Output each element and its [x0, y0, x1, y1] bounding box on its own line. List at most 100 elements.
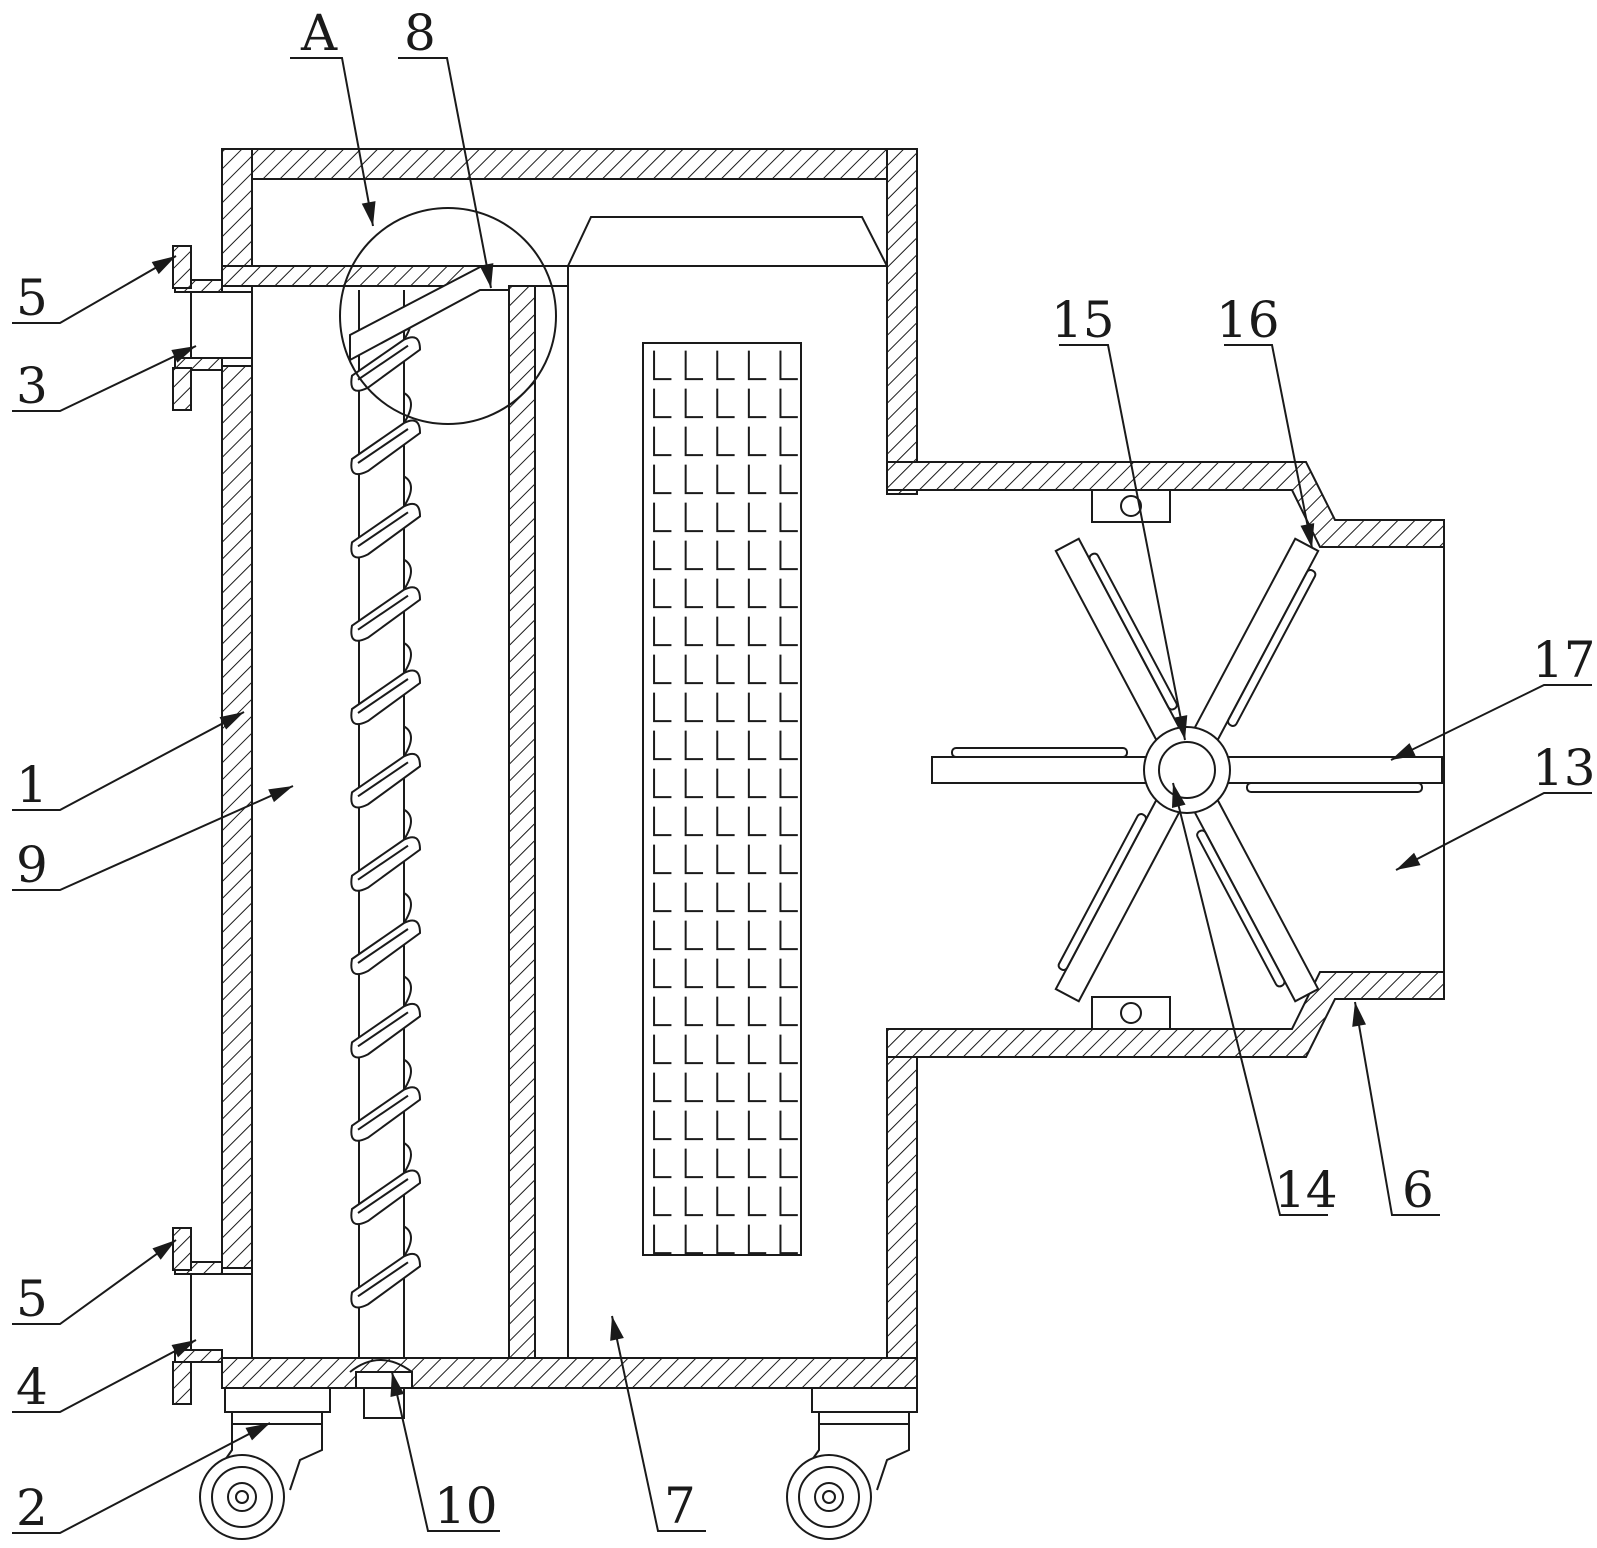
- mesh-cell: [779, 578, 798, 609]
- mesh-cell: [747, 1186, 767, 1217]
- mesh-cell: [747, 730, 767, 761]
- mesh-cell: [747, 768, 767, 799]
- flange-5-top: [172, 245, 192, 289]
- label-13: 13: [1532, 739, 1596, 797]
- mesh-cell: [747, 920, 767, 951]
- mesh-cell: [747, 616, 767, 647]
- mesh-cell: [779, 1034, 798, 1065]
- mesh-cell: [747, 844, 767, 875]
- mesh-cell: [684, 578, 704, 609]
- mesh-cell: [747, 958, 767, 989]
- caster-right: [786, 1387, 918, 1540]
- labels: A 8 5 3 1 9 5 4 2 10 7 15 16 17 13 14 6: [16, 4, 1596, 1537]
- mesh-cell: [716, 540, 735, 571]
- mesh-cell: [779, 654, 798, 685]
- fan-blade: [1226, 756, 1443, 793]
- screw-conveyor: [350, 290, 422, 1358]
- fan-blade: [1054, 797, 1182, 1003]
- mesh-cell: [684, 1110, 704, 1141]
- mesh-cell: [779, 806, 798, 837]
- mesh-cell: [684, 1034, 704, 1065]
- mesh-cell: [684, 768, 704, 799]
- fan-blade: [1192, 537, 1320, 743]
- screw-flight: [350, 392, 422, 475]
- mesh-cell: [779, 540, 798, 571]
- label-9: 9: [16, 836, 48, 894]
- label-a: A: [300, 4, 338, 62]
- screw-flight: [350, 1225, 422, 1309]
- mesh-cell: [653, 996, 672, 1027]
- mesh-cell: [779, 958, 798, 989]
- mesh-cell: [684, 426, 704, 457]
- mesh-cell: [747, 996, 767, 1027]
- label-5-bottom: 5: [16, 1270, 48, 1328]
- label-3: 3: [16, 357, 48, 415]
- mesh-cell: [684, 730, 704, 761]
- mesh-cell: [684, 920, 704, 951]
- screw-flight: [350, 475, 422, 559]
- fan-blade: [931, 747, 1148, 784]
- arrowhead: [610, 1316, 624, 1341]
- mesh-cell: [779, 692, 798, 723]
- fan-housing-6: [886, 461, 1445, 1058]
- mesh-cell: [747, 1224, 767, 1255]
- mesh-cell: [747, 350, 767, 381]
- mesh-cell: [747, 464, 767, 495]
- mesh-cell: [653, 692, 672, 723]
- mesh-cell: [716, 882, 735, 913]
- mesh-cell: [684, 958, 704, 989]
- mesh-cell: [716, 958, 735, 989]
- screw-flight: [350, 558, 422, 642]
- arrowhead: [1352, 1002, 1367, 1027]
- mesh-cell: [684, 502, 704, 533]
- fan-impeller: [931, 537, 1443, 1003]
- arrowhead: [171, 346, 196, 363]
- mesh-cell: [653, 1034, 672, 1065]
- mesh-cell: [716, 1148, 735, 1179]
- label-8: 8: [404, 4, 436, 62]
- feed-chute-8: [349, 265, 569, 362]
- label-2: 2: [16, 1479, 48, 1537]
- mesh-cell: [779, 730, 798, 761]
- mesh-cell: [684, 882, 704, 913]
- mesh-cell: [653, 1148, 672, 1179]
- mesh-cell: [716, 768, 735, 799]
- mesh-cell: [684, 388, 704, 419]
- outlet-pipe-4: [172, 1227, 252, 1405]
- screw-flight: [350, 725, 422, 809]
- mesh-cell: [653, 958, 672, 989]
- arrowhead: [219, 712, 244, 730]
- label-16: 16: [1216, 291, 1280, 349]
- mesh-cell: [779, 616, 798, 647]
- label-14: 14: [1274, 1161, 1338, 1219]
- mesh-cell: [716, 350, 735, 381]
- mesh-cell: [779, 350, 798, 381]
- mesh-cell: [716, 1186, 735, 1217]
- mesh-cell: [779, 1148, 798, 1179]
- mesh-cell: [716, 1224, 735, 1255]
- mesh-cell: [653, 654, 672, 685]
- mesh-cell: [747, 1072, 767, 1103]
- mesh-cell: [716, 1034, 735, 1065]
- mesh-cell: [653, 350, 672, 381]
- arrowhead: [268, 786, 293, 803]
- mesh-cell: [747, 388, 767, 419]
- main-housing: [221, 148, 918, 1389]
- caster-left: [199, 1387, 331, 1540]
- mesh-cell: [747, 692, 767, 723]
- mesh-cell: [747, 1110, 767, 1141]
- mesh-cell: [779, 1072, 798, 1103]
- label-1: 1: [16, 756, 48, 814]
- mesh-cell: [747, 502, 767, 533]
- fan-blade: [1054, 537, 1182, 743]
- mesh-cell: [747, 654, 767, 685]
- mesh-cell: [653, 844, 672, 875]
- mesh-cell: [779, 464, 798, 495]
- label-4: 4: [16, 1358, 48, 1416]
- mesh-cell: [684, 1148, 704, 1179]
- mesh-cell: [653, 1186, 672, 1217]
- mesh-cell: [747, 806, 767, 837]
- mesh-cell: [747, 540, 767, 571]
- mesh-cell: [684, 996, 704, 1027]
